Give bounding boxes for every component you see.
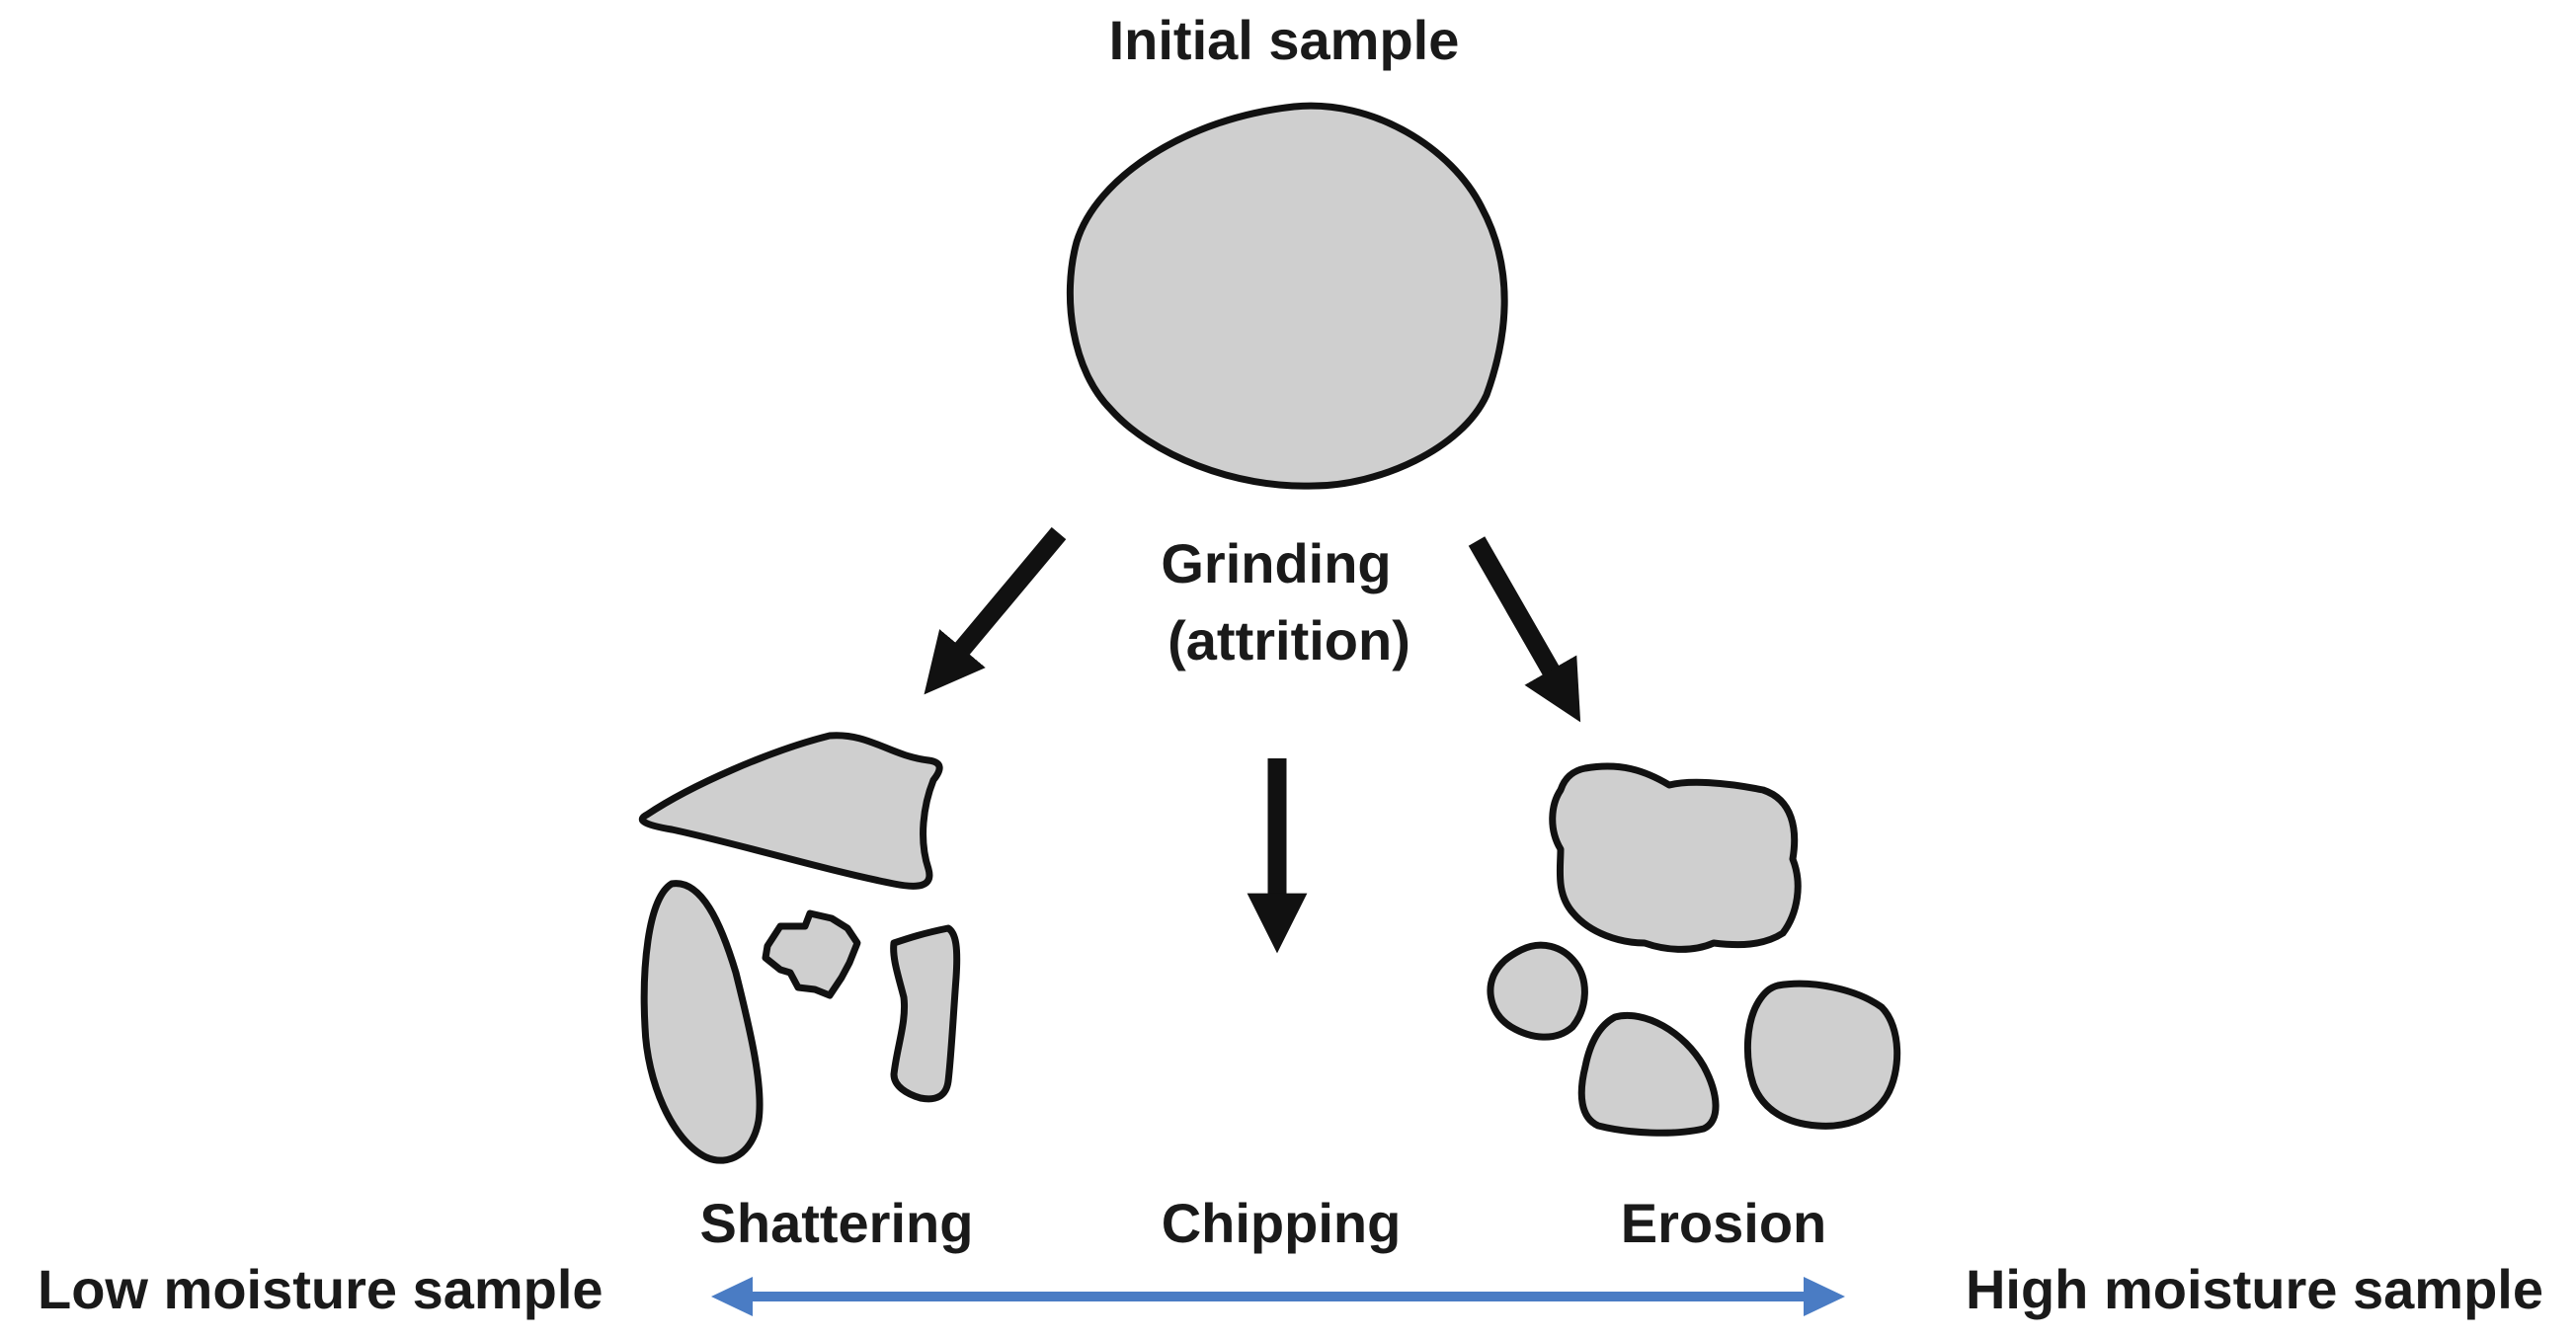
- erosion-particle-right: [1743, 980, 1901, 1130]
- erosion-particle-large: [1549, 762, 1802, 953]
- shatter-fragment-small: [762, 909, 861, 999]
- shattering-fragments: [638, 732, 961, 1164]
- low-moisture-label: Low moisture sample: [38, 1258, 604, 1320]
- shattering-label: Shattering: [700, 1192, 974, 1254]
- attrition-label: (attrition): [1167, 609, 1410, 671]
- shatter-fragment-top: [638, 732, 943, 890]
- erosion-particles: [1487, 762, 1901, 1137]
- grinding-label: Grinding: [1161, 532, 1391, 594]
- moisture-double-arrow: [711, 1277, 1845, 1316]
- shatter-fragment-narrow: [890, 924, 961, 1103]
- arrow-to-shattering: [924, 526, 1067, 695]
- arrow-to-erosion: [1468, 536, 1581, 723]
- shatter-fragment-tall: [640, 880, 764, 1164]
- high-moisture-label: High moisture sample: [1966, 1258, 2543, 1320]
- initial-sample-label: Initial sample: [1109, 9, 1460, 71]
- erosion-particle-small: [1487, 941, 1588, 1041]
- erosion-particle-mid: [1577, 1012, 1720, 1137]
- chipping-label: Chipping: [1162, 1192, 1402, 1254]
- erosion-label: Erosion: [1621, 1192, 1826, 1254]
- initial-sample-particle: [1066, 102, 1508, 490]
